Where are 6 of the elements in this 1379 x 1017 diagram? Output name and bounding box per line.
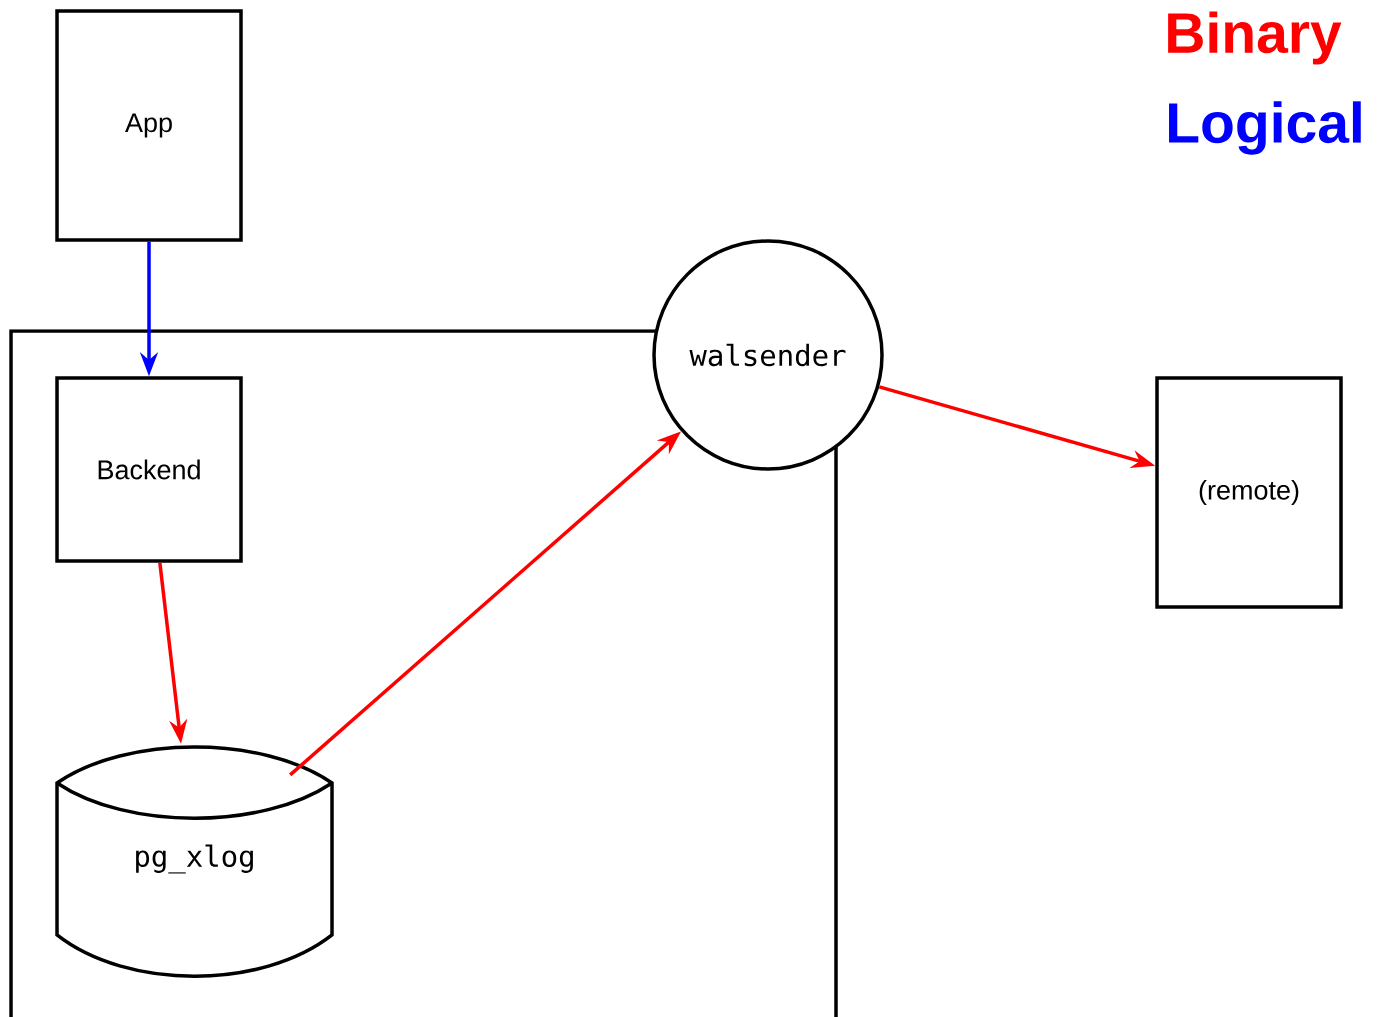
legend-text: Binary <box>1168 11 1342 65</box>
legend-text: Logical <box>1169 101 1361 155</box>
database-cylinder: pg_xlog <box>55 745 334 978</box>
process-box: (remote) <box>1155 376 1343 609</box>
process-box: Backend <box>55 376 243 563</box>
process-box: App <box>55 9 243 242</box>
